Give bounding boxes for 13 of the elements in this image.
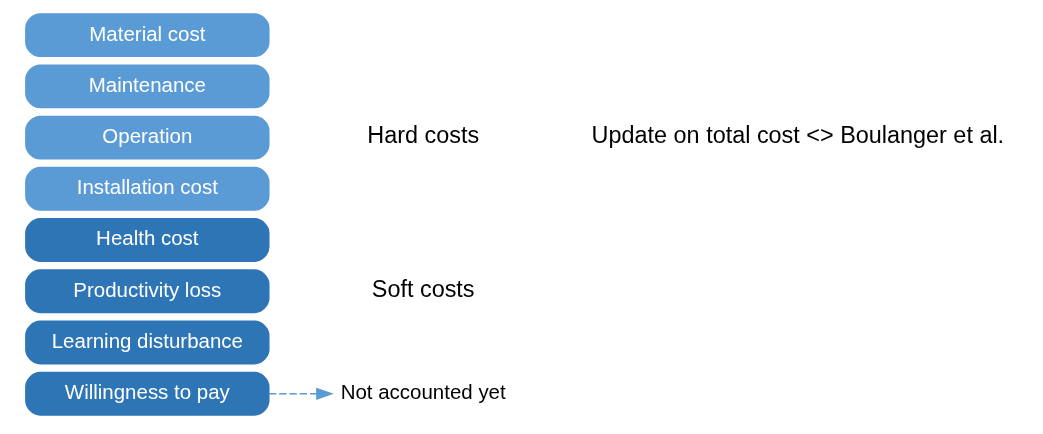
node-box: Productivity loss	[24, 269, 270, 314]
arrow	[267, 387, 334, 400]
node-box: Willingness to pay	[24, 371, 270, 416]
node-box: Operation	[24, 115, 270, 160]
label: Soft costs	[371, 275, 475, 302]
node-box: Maintenance	[24, 64, 270, 109]
node-text: Not accounted yet	[340, 380, 506, 404]
node-box: Material cost	[24, 13, 270, 58]
node-box: Installation cost	[24, 166, 270, 211]
node-box: Health cost	[24, 218, 270, 262]
label: Hard costs	[366, 122, 479, 149]
label: Update on total cost <> Boulanger et al.	[591, 122, 1004, 149]
node-box: Learning disturbance	[24, 320, 270, 365]
